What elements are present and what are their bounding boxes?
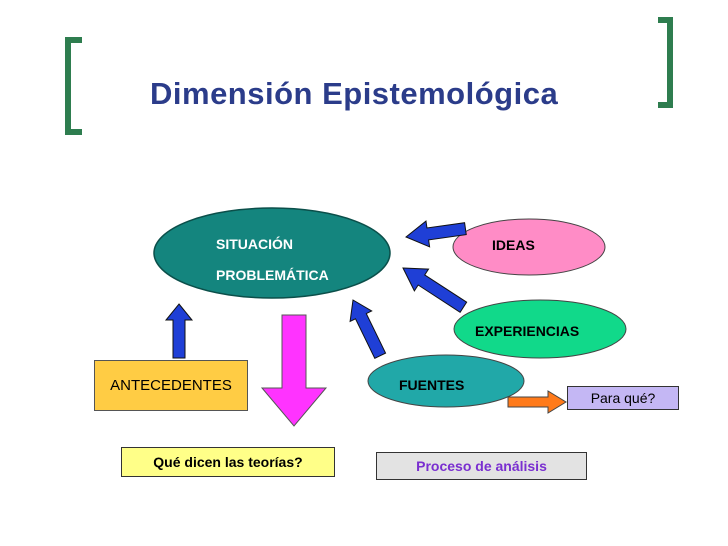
arrow-ideas-to-situacion (405, 220, 467, 248)
ideas-label: IDEAS (492, 237, 535, 253)
experiencias-label: EXPERIENCIAS (475, 323, 580, 339)
arrow-antecedentes-to-situacion (164, 303, 194, 359)
slide-title: Dimensión Epistemológica (150, 76, 559, 111)
situacion-label-line-2: PROBLEMÁTICA (216, 267, 329, 283)
situacion-label: SITUACIÓN PROBLEMÁTICA (216, 229, 329, 291)
proceso-box: Proceso de análisis (376, 452, 587, 480)
right-bracket-icon (658, 17, 673, 108)
ideas-ellipse (452, 218, 606, 276)
arrow-experiencias-to-situacion (402, 267, 468, 313)
left-bracket-icon (65, 37, 82, 135)
fuentes-label: FUENTES (399, 377, 465, 393)
antecedentes-box: ANTECEDENTES (94, 360, 248, 411)
para-que-box: Para qué? (567, 386, 679, 410)
situacion-label-line-1: SITUACIÓN (216, 236, 293, 252)
situacion-ellipse (153, 207, 391, 299)
arrow-fuentes-to-situacion (349, 299, 387, 360)
arrow-situacion-to-teorias (260, 314, 328, 427)
teorias-box: Qué dicen las teorías? (121, 447, 335, 477)
experiencias-ellipse (453, 299, 627, 359)
fuentes-ellipse (367, 354, 525, 408)
arrow-fuentes-to-para-que (507, 390, 567, 414)
